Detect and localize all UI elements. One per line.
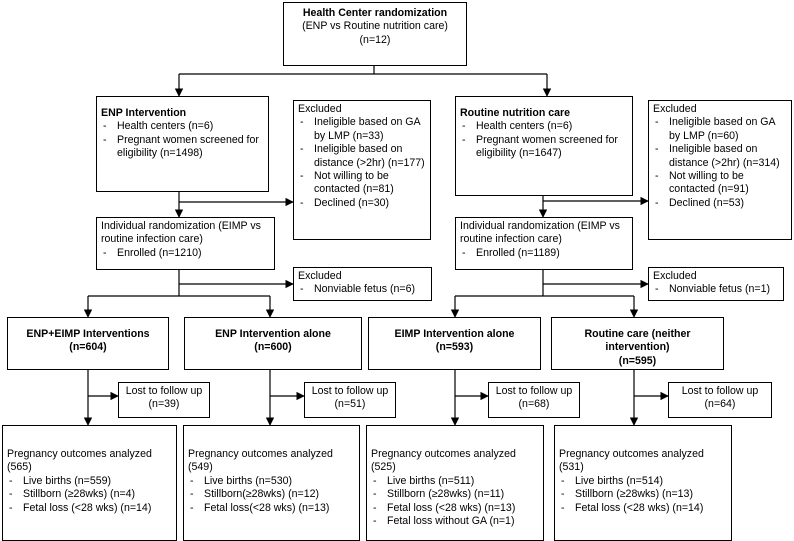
group-count: (n=604) xyxy=(69,341,107,354)
box-count: (n=12) xyxy=(359,33,391,46)
group-count: (n=595) xyxy=(618,354,657,367)
lost-label: Lost to follow up xyxy=(125,385,203,397)
group-box-routine-care: Routine care (neither intervention) (n=5… xyxy=(551,317,724,370)
lost-label: Lost to follow up xyxy=(681,385,759,397)
list-item: Ineligible based on distance (>2hr) (n=3… xyxy=(653,143,787,170)
enp-intervention-box: ENP Intervention Health centers (n=6) Pr… xyxy=(96,96,269,192)
box-title: Individual randomization (EIMP vs routin… xyxy=(101,220,261,246)
list-item: Health centers (n=6) xyxy=(101,120,264,134)
list-item: Ineligible based on GA by LMP (n=60) xyxy=(653,116,787,143)
list-item: Enrolled (n=1210) xyxy=(101,247,270,261)
group-box-enp-alone: ENP Intervention alone (n=600) xyxy=(184,317,362,370)
list-item: Declined (n=53) xyxy=(653,197,787,211)
health-center-randomization-box: Health Center randomization (ENP vs Rout… xyxy=(283,2,467,66)
list-item: Live births (n=530) xyxy=(188,475,355,489)
list-item: Not willing to be contacted (n=91) xyxy=(653,170,787,197)
right-excluded-box: Excluded Ineligible based on GA by LMP (… xyxy=(648,100,792,240)
group-count: (n=600) xyxy=(254,341,292,354)
left-individual-randomization-box: Individual randomization (EIMP vs routin… xyxy=(96,217,275,270)
outcome-box-enp-eimp: Pregnancy outcomes analyzed (565) Live b… xyxy=(2,425,177,541)
list-item: Stillborn (≥28wks) (n=4) xyxy=(7,488,172,502)
list-item: Stillborn (≥28wks) (n=11) xyxy=(371,488,539,502)
list-item: Ineligible based on distance (>2hr) (n=1… xyxy=(298,143,426,170)
left-excluded-nonviable-box: Excluded Nonviable fetus (n=6) xyxy=(293,267,432,301)
outcome-title: Pregnancy outcomes analyzed (565) xyxy=(7,448,152,474)
outcome-title: Pregnancy outcomes analyzed (549) xyxy=(188,448,333,474)
group-box-enp-eimp: ENP+EIMP Interventions (n=604) xyxy=(7,317,169,370)
right-excluded-nonviable-box: Excluded Nonviable fetus (n=1) xyxy=(648,267,784,301)
list-item: Health centers (n=6) xyxy=(460,120,628,134)
box-title: Routine nutrition care xyxy=(460,107,571,119)
box-title: Excluded xyxy=(298,103,342,115)
outcome-title: Pregnancy outcomes analyzed (525) xyxy=(371,448,516,474)
box-title: Excluded xyxy=(653,103,697,115)
lost-to-follow-up-box: Lost to follow up (n=64) xyxy=(668,382,772,418)
group-count: (n=593) xyxy=(435,341,474,354)
group-title: EIMP Intervention alone xyxy=(394,328,515,340)
box-title: ENP Intervention xyxy=(101,107,187,119)
lost-count: (n=51) xyxy=(334,398,366,411)
list-item: Stillborn (≥28wks) (n=13) xyxy=(559,488,727,502)
box-title: Health Center randomization xyxy=(302,7,448,19)
list-item: Nonviable fetus (n=1) xyxy=(653,283,779,297)
list-item: Fetal loss (<28 wks) (n=14) xyxy=(559,502,727,516)
lost-to-follow-up-box: Lost to follow up (n=39) xyxy=(118,382,210,418)
lost-label: Lost to follow up xyxy=(311,385,389,397)
outcome-box-routine-care: Pregnancy outcomes analyzed (531) Live b… xyxy=(554,425,732,541)
list-item: Live births (n=511) xyxy=(371,475,539,489)
lost-count: (n=68) xyxy=(518,398,550,411)
list-item: Pregnant women screened for eligibility … xyxy=(101,134,264,161)
box-title: Excluded xyxy=(298,270,342,282)
outcome-box-eimp-alone: Pregnancy outcomes analyzed (525) Live b… xyxy=(366,425,544,541)
list-item: Live births (n=559) xyxy=(7,475,172,489)
list-item: Enrolled (n=1189) xyxy=(460,247,628,261)
right-individual-randomization-box: Individual randomization (EIMP vs routin… xyxy=(455,217,633,270)
group-title: ENP Intervention alone xyxy=(215,328,331,340)
lost-count: (n=39) xyxy=(148,398,180,411)
group-title: ENP+EIMP Interventions xyxy=(26,328,150,340)
list-item: Declined (n=30) xyxy=(298,197,426,211)
list-item: Stillborn(≥28wks) (n=12) xyxy=(188,488,355,502)
list-item: Live births (n=514) xyxy=(559,475,727,489)
left-excluded-box: Excluded Ineligible based on GA by LMP (… xyxy=(293,100,431,240)
lost-to-follow-up-box: Lost to follow up (n=68) xyxy=(488,382,580,418)
group-box-eimp-alone: EIMP Intervention alone (n=593) xyxy=(368,317,541,370)
list-item: Pregnant women screened for eligibility … xyxy=(460,134,628,161)
list-item: Ineligible based on GA by LMP (n=33) xyxy=(298,116,426,143)
list-item: Fetal loss (<28 wks) (n=13) xyxy=(371,502,539,516)
list-item: Not willing to be contacted (n=81) xyxy=(298,170,426,197)
group-title: Routine care (neither intervention) xyxy=(584,328,691,354)
list-item: Fetal loss without GA (n=1) xyxy=(371,515,539,529)
list-item: Fetal loss(<28 wks) (n=13) xyxy=(188,502,355,516)
box-subtitle: (ENP vs Routine nutrition care) xyxy=(302,20,448,33)
box-title: Individual randomization (EIMP vs routin… xyxy=(460,220,620,246)
outcome-title: Pregnancy outcomes analyzed (531) xyxy=(559,448,704,474)
lost-to-follow-up-box: Lost to follow up (n=51) xyxy=(304,382,396,418)
lost-label: Lost to follow up xyxy=(495,385,573,397)
box-title: Excluded xyxy=(653,270,697,282)
outcome-box-enp-alone: Pregnancy outcomes analyzed (549) Live b… xyxy=(183,425,360,541)
list-item: Fetal loss (<28 wks) (n=14) xyxy=(7,502,172,516)
routine-nutrition-care-box: Routine nutrition care Health centers (n… xyxy=(455,96,633,196)
list-item: Nonviable fetus (n=6) xyxy=(298,283,427,297)
lost-count: (n=64) xyxy=(704,398,736,411)
